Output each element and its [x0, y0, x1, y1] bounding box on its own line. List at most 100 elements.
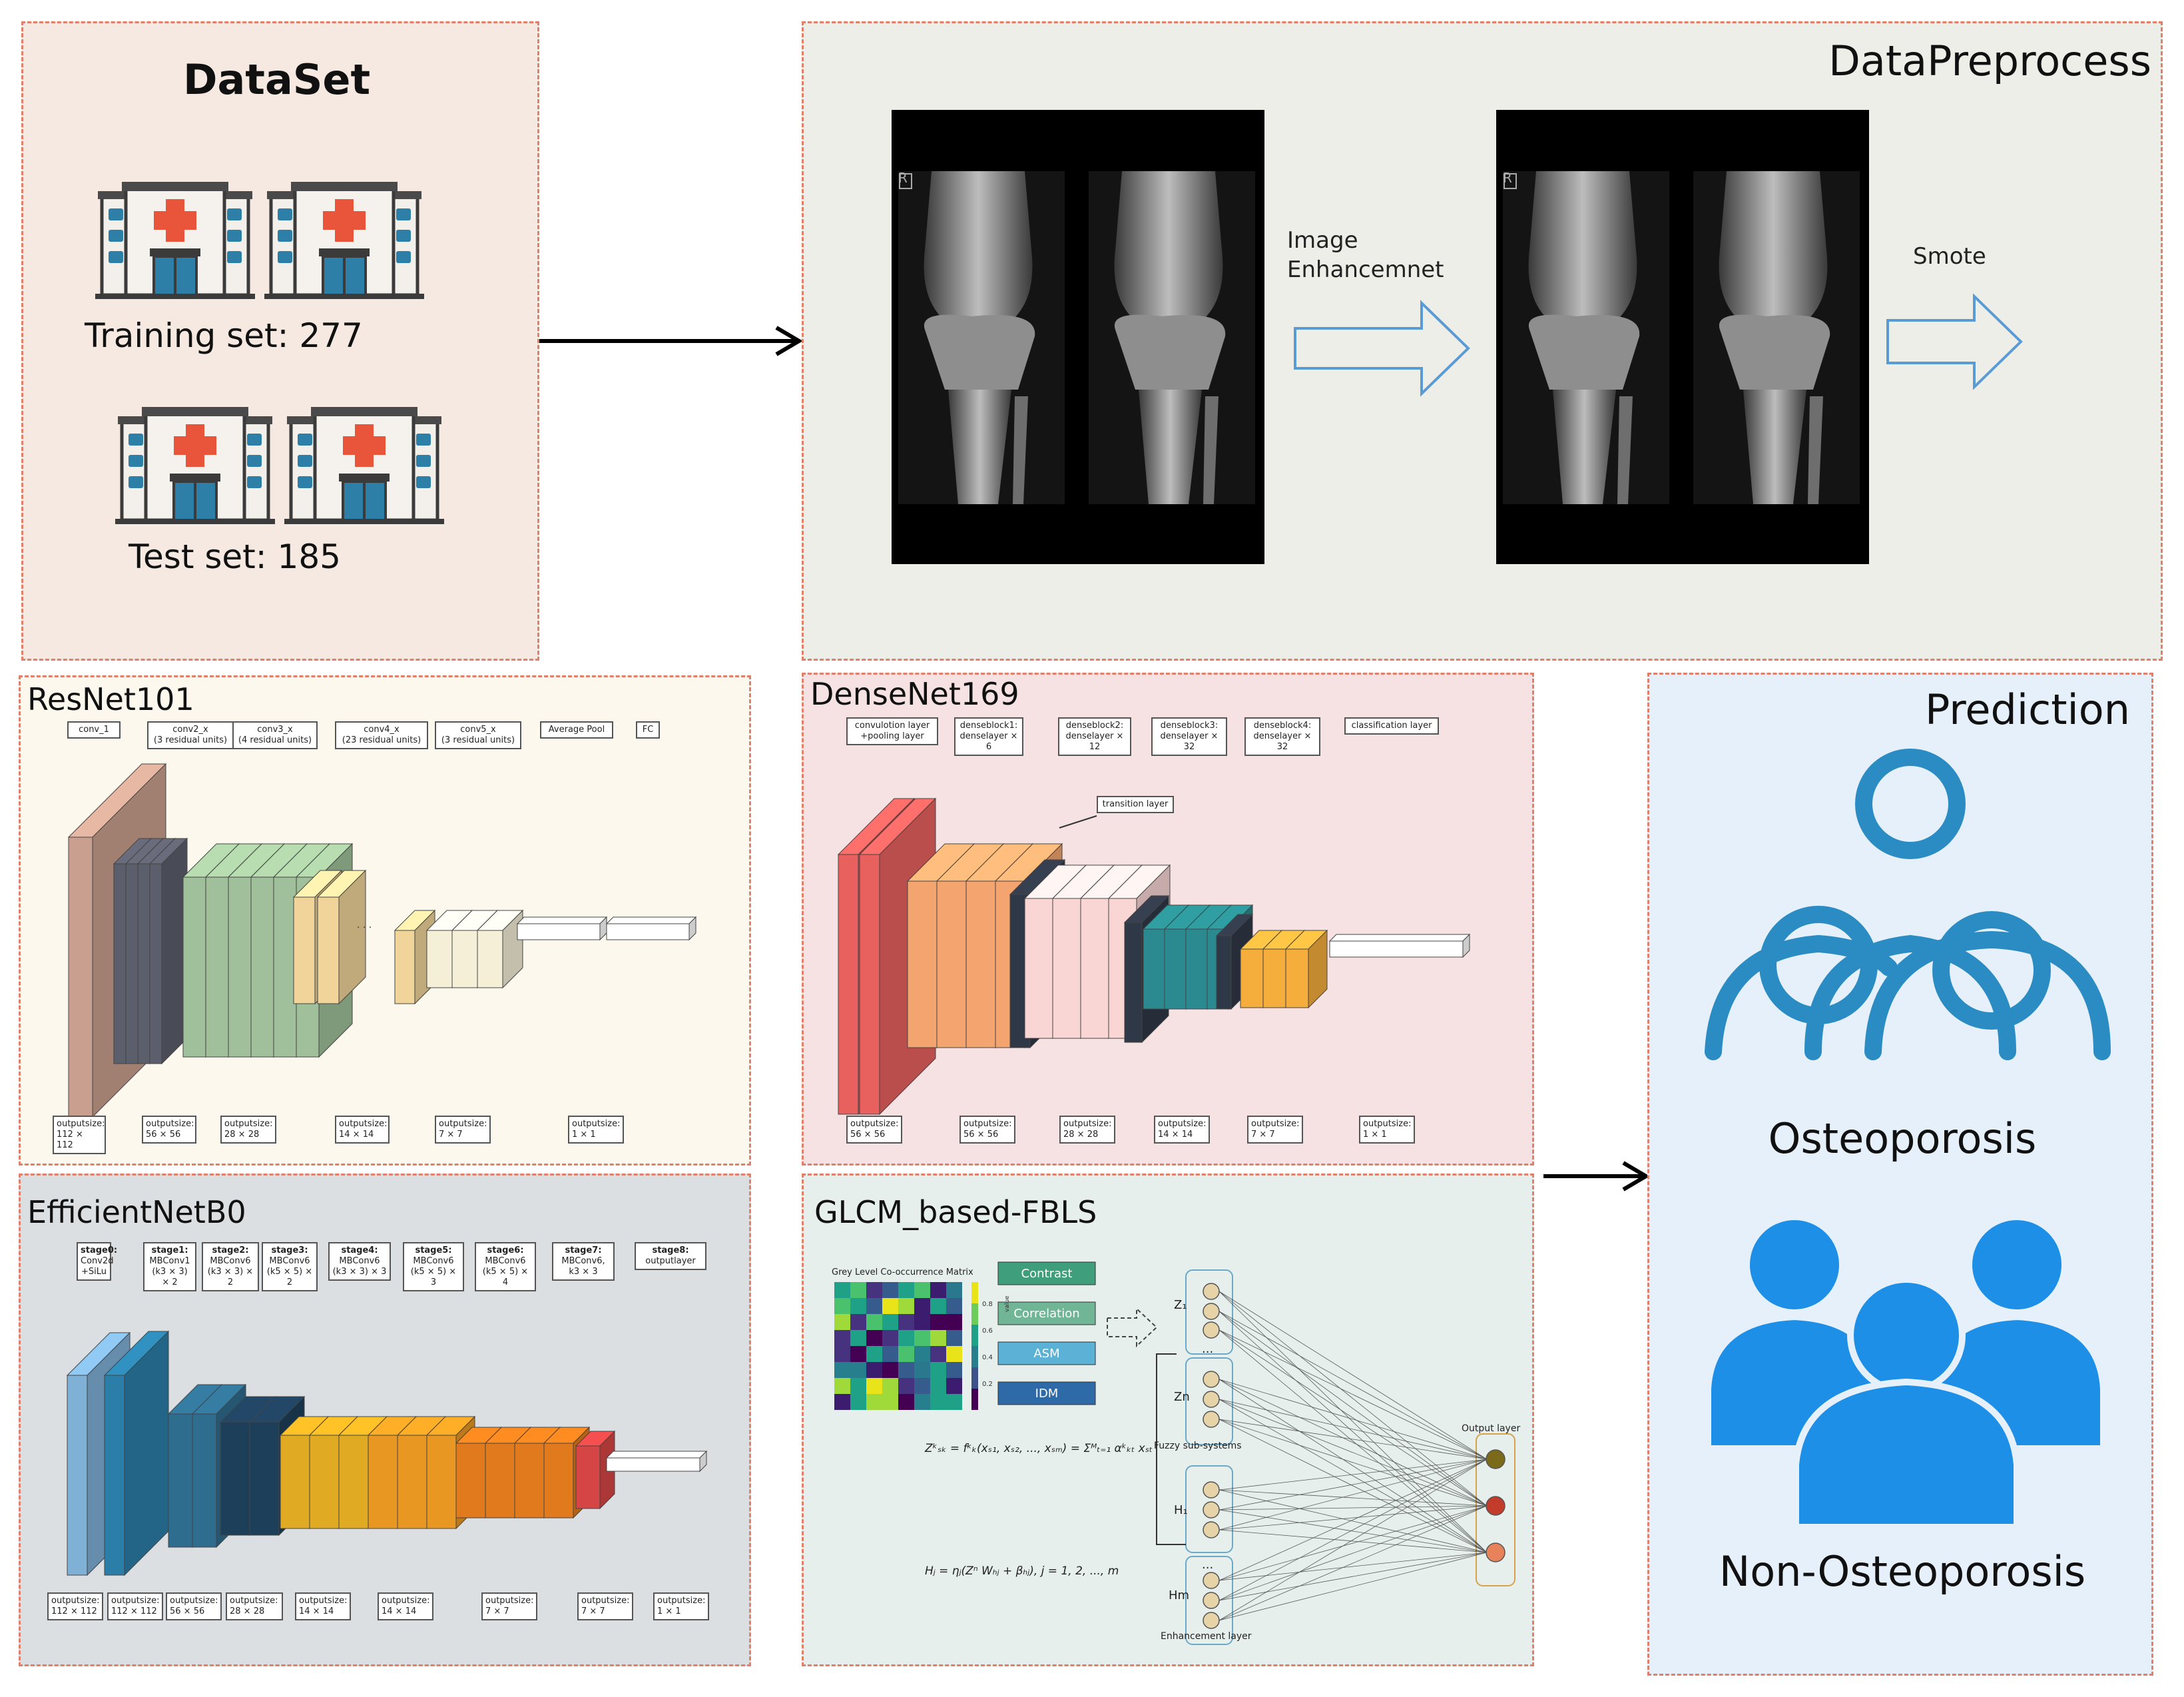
feature-box	[997, 1301, 1096, 1325]
heatmap-cell	[930, 1394, 946, 1410]
efficientnet-output-label: outputsize:56 × 56	[166, 1592, 222, 1620]
densenet-output-label: outputsize:1 × 1	[1359, 1116, 1415, 1144]
fbls-edge	[1219, 1311, 1488, 1460]
xray-enhanced	[1496, 109, 1870, 565]
heatmap-cell	[850, 1314, 866, 1330]
densenet-classifier-layer	[1328, 933, 1471, 958]
colorbar-label: value	[1004, 1295, 1011, 1312]
colorbar-tick: 0.6	[982, 1327, 993, 1335]
heatmap-cell	[850, 1378, 866, 1394]
fbls-edge	[1219, 1329, 1488, 1507]
fbls-edge	[1219, 1419, 1488, 1553]
output-node	[1486, 1496, 1505, 1516]
hidden-node	[1203, 1572, 1220, 1589]
fbls-edge	[1219, 1291, 1488, 1507]
heatmap-cell	[946, 1394, 962, 1410]
heatmap-cell	[882, 1282, 898, 1298]
resnet-output-label: outputsize:56 × 56	[142, 1116, 196, 1144]
heatmap-cell	[946, 1330, 962, 1346]
fbls-edge	[1219, 1505, 1488, 1581]
resnet-layers: · · ·	[67, 763, 697, 1118]
heatmap-cell	[850, 1362, 866, 1378]
hidden-node	[1203, 1321, 1220, 1339]
densenet-top-label: denseblock1:denselayer × 6	[954, 717, 1023, 756]
fbls-edge	[1219, 1552, 1488, 1581]
efficientnet-output-label: outputsize:7 × 7	[577, 1592, 633, 1620]
fbls-edge	[1219, 1505, 1488, 1621]
fbls-edge	[1219, 1459, 1488, 1621]
heatmap-cell	[882, 1314, 898, 1330]
hidden-node	[1203, 1303, 1220, 1320]
heatmap-cell	[946, 1282, 962, 1298]
dataset-panel: DataSet	[21, 21, 539, 661]
heatmap-cell	[882, 1394, 898, 1410]
feature-label: ASM	[1033, 1347, 1059, 1361]
node-label-z1: Z₁	[1174, 1298, 1187, 1312]
hidden-node	[1203, 1521, 1220, 1538]
prediction-title: Prediction	[1924, 685, 2130, 734]
heatmap-cell	[882, 1330, 898, 1346]
resnet-fc-layer	[605, 916, 697, 941]
fbls-network: 0.80.60.40.2ContrastCorrelationASMIDMZ₁Z…	[834, 1261, 1515, 1645]
efficientnet-top-label: stage2:MBConv6(k3 × 3) × 2	[202, 1242, 259, 1291]
fbls-edge	[1219, 1419, 1488, 1507]
resnet-title: ResNet101	[27, 681, 194, 717]
fbls-edge	[1219, 1459, 1488, 1530]
fbls-edge	[1219, 1505, 1488, 1530]
fbls-edge	[1219, 1399, 1488, 1507]
heatmap-cell	[898, 1362, 914, 1378]
heatmap-cell	[898, 1314, 914, 1330]
prediction-icons	[1705, 749, 2111, 1530]
densenet-top-label: convulotion layer+pooling layer	[846, 717, 938, 745]
densenet-title: DenseNet169	[810, 676, 1019, 712]
node-dots-2: ...	[1202, 1558, 1213, 1572]
heatmap-cell	[834, 1282, 850, 1298]
densenet-block4-layer	[1284, 929, 1328, 1009]
preprocess-title: DataPreprocess	[1828, 37, 2151, 85]
heatmap-cell	[866, 1394, 882, 1410]
feature-label: Correlation	[1013, 1307, 1079, 1321]
heatmap-cell	[946, 1298, 962, 1314]
heatmap-cell	[898, 1298, 914, 1314]
colorbar-segment	[971, 1389, 978, 1410]
hidden-node	[1203, 1501, 1220, 1519]
colorbar-tick: 0.4	[982, 1354, 993, 1361]
heatmap-cell	[898, 1282, 914, 1298]
heatmap-cell	[930, 1330, 946, 1346]
heatmap-cell	[834, 1378, 850, 1394]
fbls-edge	[1219, 1399, 1488, 1460]
glcm-heatmap	[834, 1282, 962, 1410]
heatmap-cell	[866, 1314, 882, 1330]
node-label-zn: Zn	[1174, 1390, 1190, 1404]
heatmap-cell	[946, 1346, 962, 1362]
heatmap-cell	[946, 1314, 962, 1330]
resnet-avgpool-layer	[516, 916, 608, 941]
fbls-edge	[1219, 1329, 1488, 1553]
enhancement-arrow	[1294, 300, 1470, 397]
resnet-output-label: outputsize:112 × 112	[53, 1116, 106, 1154]
heatmap-cell	[930, 1314, 946, 1330]
heatmap-cell	[946, 1378, 962, 1394]
osteoporosis-label: Osteoporosis	[1768, 1114, 2037, 1163]
efficientnet-stage1-layer	[103, 1330, 170, 1576]
heatmap-cell	[930, 1282, 946, 1298]
transition-layer-label: transition layer	[1097, 796, 1174, 813]
glcm-title: GLCM_based-FBLS	[814, 1194, 1097, 1230]
densenet-top-label: classification layer	[1344, 717, 1439, 735]
efficientnet-top-label: stage8:outputlayer	[635, 1242, 706, 1270]
prediction-panel: Prediction Osteoporosis Non-Osteoporosis	[1647, 673, 2153, 1676]
fbls-edge	[1219, 1529, 1488, 1553]
densenet-top-label: denseblock3:denselayer × 32	[1151, 717, 1227, 756]
heatmap-cell	[882, 1346, 898, 1362]
heatmap-cell	[866, 1362, 882, 1378]
heatmap-cell	[834, 1298, 850, 1314]
non-osteoporosis-label: Non-Osteoporosis	[1719, 1547, 2086, 1596]
node-label-h1: H₁	[1174, 1503, 1188, 1517]
efficientnet-output-label: outputsize:28 × 28	[226, 1592, 283, 1620]
colorbar-segment	[971, 1282, 978, 1303]
heatmap-cell	[850, 1282, 866, 1298]
fbls-edge	[1219, 1379, 1488, 1553]
heatmap-cell	[914, 1378, 930, 1394]
